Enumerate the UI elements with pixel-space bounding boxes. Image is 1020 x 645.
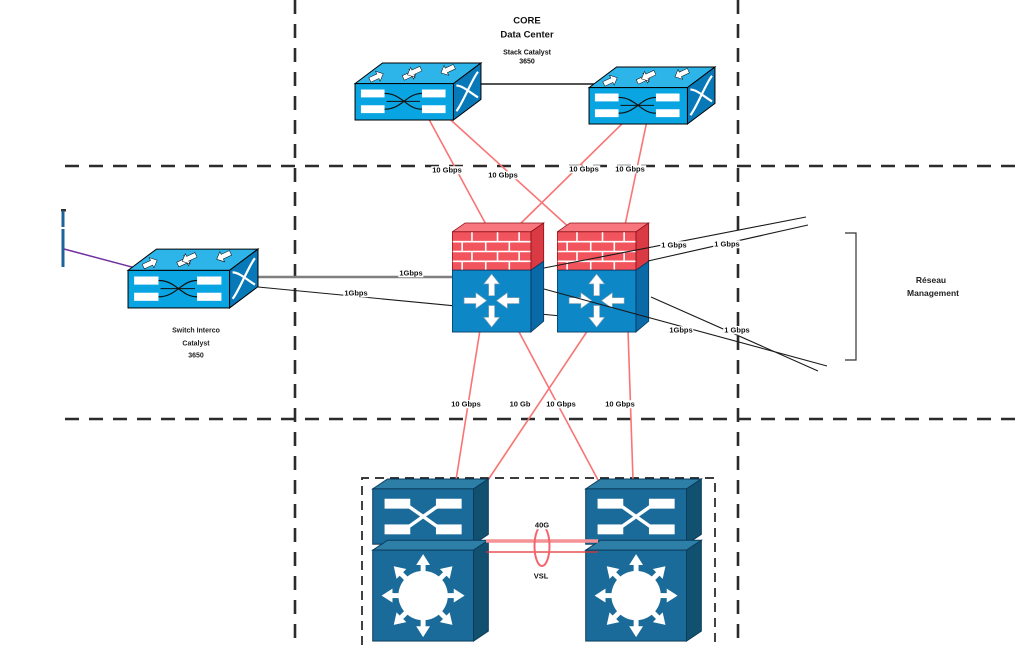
link-label-fw1-mgmt-bottom: 1Gbps: [668, 325, 694, 335]
link-label-core2-fw1: 10 Gbps: [568, 164, 600, 174]
core-title-line4: 3650: [519, 58, 535, 66]
link-label-interco-fw2: 1Gbps: [343, 288, 369, 298]
switch-interco-label-line3: 3650: [188, 352, 204, 360]
vsl-speed-label: 40G: [533, 520, 551, 530]
firewall-1-icon: [452, 222, 545, 333]
core-switch-1-icon: [353, 60, 483, 121]
link-label-core2-fw2: 10 Gbps: [614, 164, 646, 174]
link-label-interco-fw1: 1Gbps: [398, 268, 424, 278]
link-label-fw1-mgmt-top: 1 Gbps: [660, 240, 688, 250]
link-label-fw2-vss1: 10 Gbps: [545, 399, 577, 409]
link-core2-fw1-10g: [513, 115, 631, 231]
core-title-line2: Data Center: [500, 29, 554, 41]
vss-chassis-2-icon: [584, 477, 704, 643]
switch-interco-icon: [126, 246, 260, 309]
link-label-core1-fw2: 10 Gbps: [487, 170, 519, 180]
firewall-2-icon: [557, 222, 650, 333]
link-core2-fw2-10g: [623, 115, 649, 231]
link-label-fw2-mgmt-bottom: 1 Gbps: [723, 325, 751, 335]
core-switch-2-icon: [587, 64, 717, 125]
vss-chassis-1-icon: [371, 477, 491, 643]
switch-interco-label-line1: Switch Interco: [172, 327, 220, 335]
link-label-fw2-vss2: 10 Gbps: [604, 399, 636, 409]
vsl-link: [486, 525, 598, 567]
reseau-management-label-line1: Réseau: [915, 274, 947, 285]
mgmt-endpoint-bar: [61, 209, 66, 267]
reseau-management-bracket: [845, 232, 857, 361]
reseau-management-label-line2: Management: [907, 287, 959, 298]
link-endpoint-interco: [63, 248, 144, 271]
core-title-line1: CORE: [513, 15, 541, 27]
link-core1-fw2-10g: [441, 111, 573, 231]
link-label-fw1-vss2: 10 Gb: [508, 399, 532, 409]
vsl-name-label: VSL: [532, 571, 550, 581]
link-label-fw1-vss1: 10 Gbps: [450, 399, 482, 409]
link-fw2-mgmt-bottom: [650, 296, 819, 372]
link-label-fw2-mgmt-top: 1 Gbps: [713, 239, 741, 249]
core-title-line3: Stack Catalyst: [503, 49, 551, 57]
vsl-bundle-icon: [533, 525, 551, 567]
link-label-core1-fw1: 10 Gbps: [431, 165, 463, 175]
switch-interco-label-line2: Catalyst: [182, 340, 210, 348]
link-fw2-vss1-10g: [487, 329, 589, 481]
vss-cluster-boundary: [361, 477, 716, 645]
